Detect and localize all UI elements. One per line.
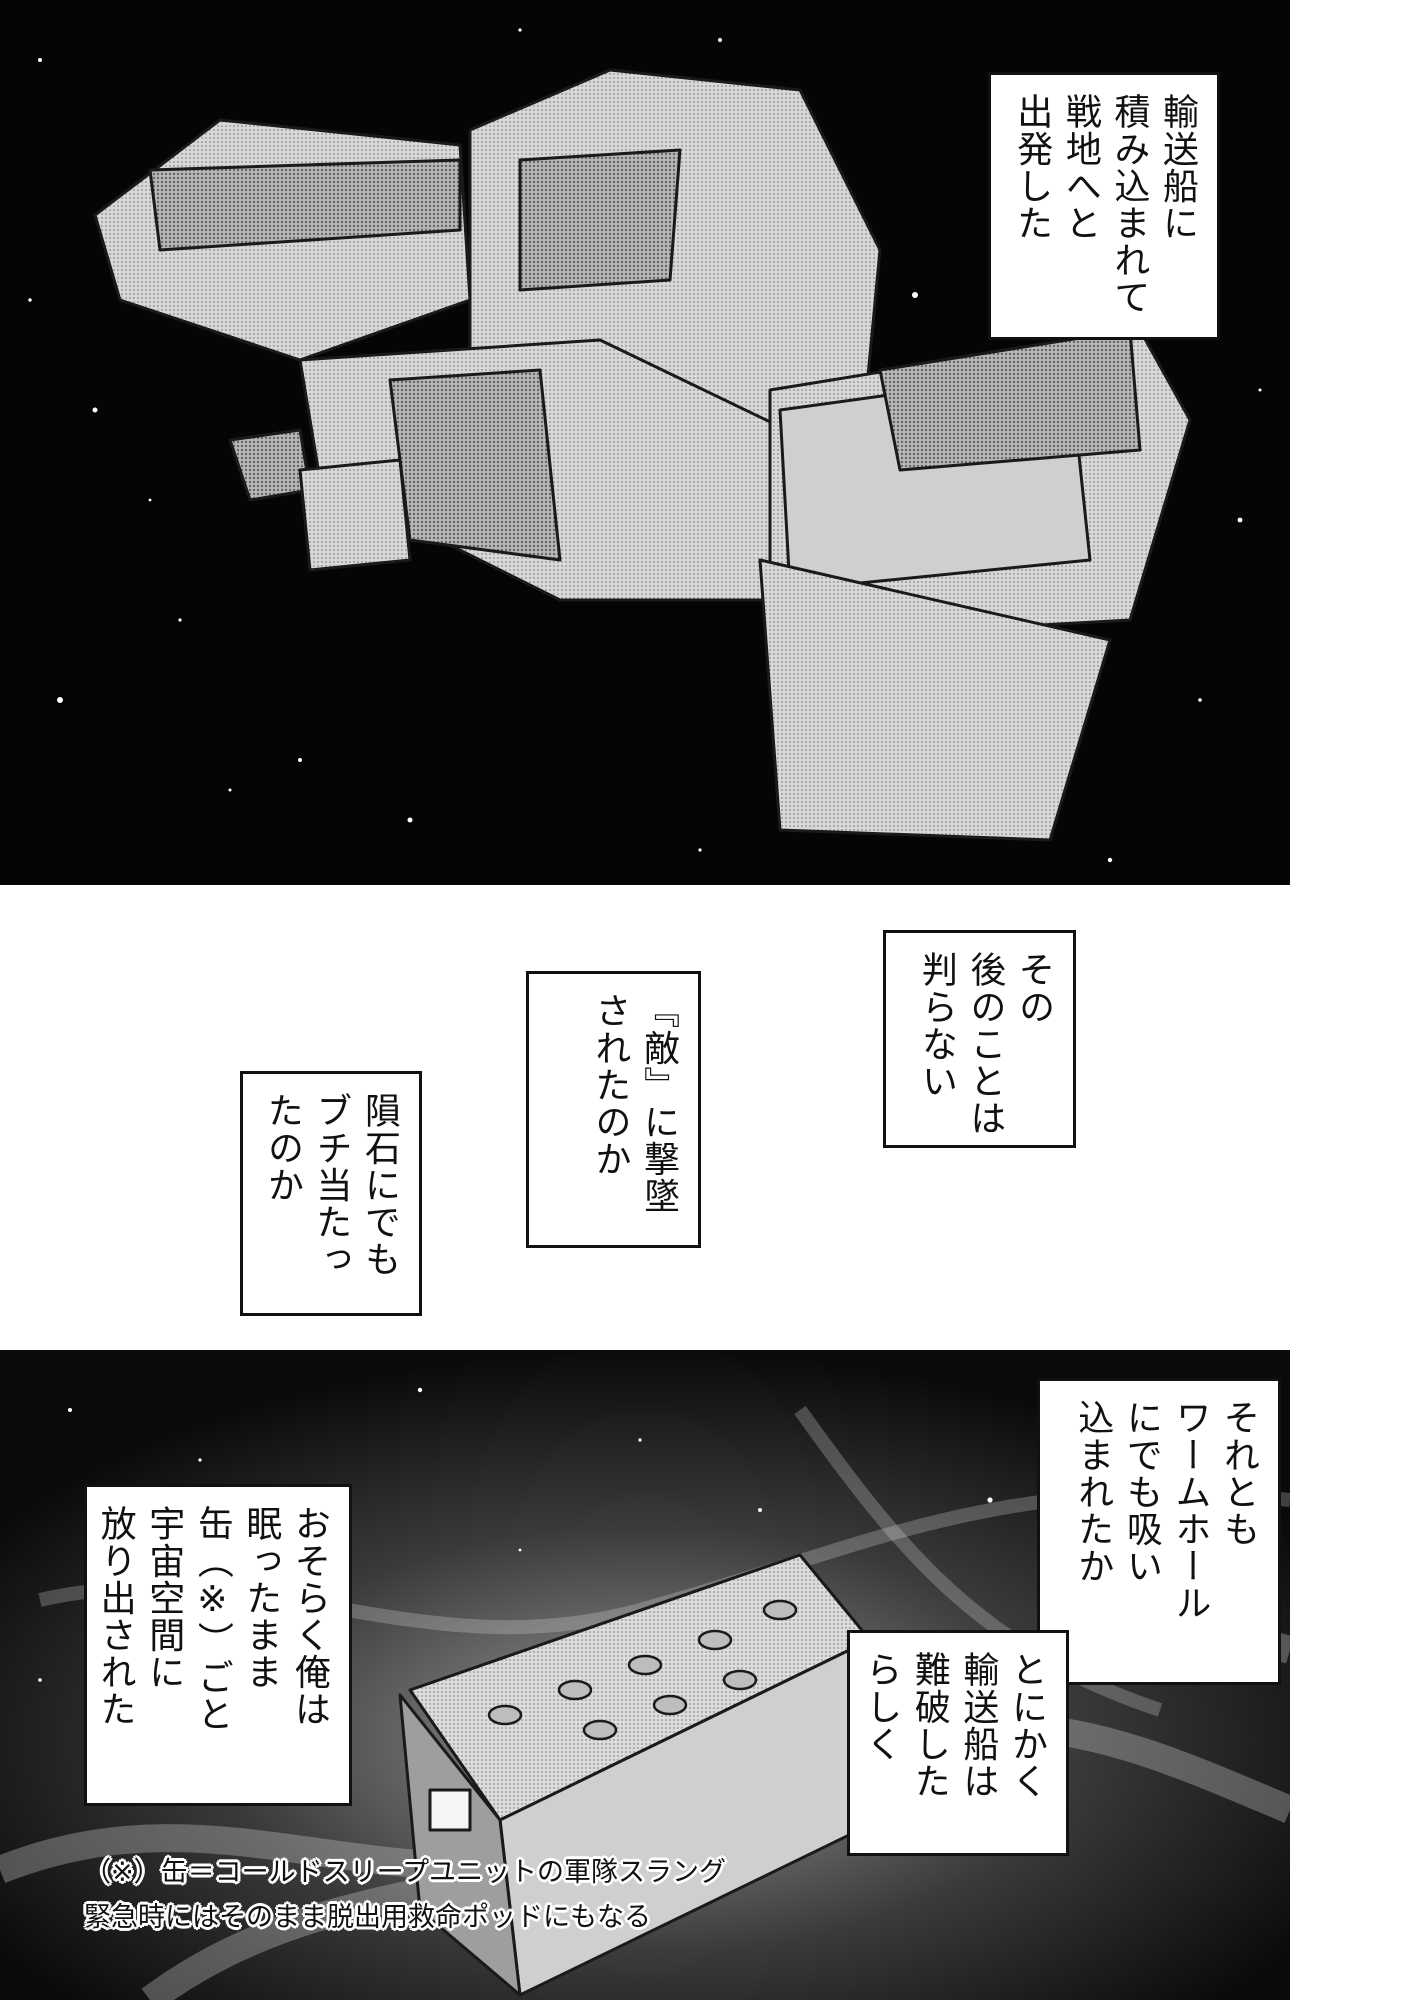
caption-line: 込まれたか [1072,1399,1114,1585]
caption-transport-departure: 輸送船に 積み込まれて 戦地へと 出発した [988,72,1220,340]
caption-line: 戦地へと [1059,93,1101,242]
caption-line: 後のことは [964,951,1006,1137]
caption-line: 輸送船に [1157,93,1198,242]
caption-wormhole: それとも ワームホール にでも吸い 込まれたか [1037,1378,1281,1685]
caption-shot-down: 『敵』に撃墜 されたのか [526,971,701,1248]
caption-line: たのか [261,1092,303,1204]
caption-thrown-into-space: おそらく俺は 眠ったまま 缶（※）ごと 宇宙空間に 放り出された [84,1484,352,1806]
caption-line: 缶（※）ごと [191,1505,233,1733]
caption-meteor-hit: 隕石にでも ブチ当たっ たのか [240,1071,422,1316]
caption-line: 積み込まれて [1108,93,1150,316]
caption-line: とにかく [1006,1651,1047,1800]
footnote-escape-pod: 緊急時にはそのまま脱出用救命ポッドにもなる [84,1902,651,1933]
caption-line: 眠ったまま [240,1505,282,1691]
caption-line: されたのか [589,992,631,1178]
caption-line: ワームホール [1169,1399,1211,1622]
caption-line: おそらく俺は [289,1505,330,1728]
caption-line: それとも [1218,1399,1259,1548]
caption-line: 難破した [908,1651,950,1800]
caption-line: 『敵』に撃墜 [638,992,679,1215]
caption-line: 判らない [915,951,957,1100]
caption-line: 輸送船は [957,1651,999,1800]
caption-line: ブチ当たっ [310,1092,352,1278]
footnote-can-slang: （※）缶＝コールドスリープユニットの軍隊スラング [84,1857,727,1888]
caption-line: 宇宙空間に [143,1505,185,1691]
caption-line: 出発した [1011,93,1053,242]
caption-line: 隕石にでも [359,1092,400,1278]
caption-shipwreck: とにかく 輸送船は 難破した らしく [847,1630,1069,1856]
caption-line: その [1013,951,1054,1026]
caption-line: にでも吸い [1120,1399,1162,1585]
caption-line: 放り出された [94,1505,136,1728]
caption-unknown-afterwards: その 後のことは 判らない [883,930,1076,1148]
caption-line: らしく [860,1651,902,1763]
